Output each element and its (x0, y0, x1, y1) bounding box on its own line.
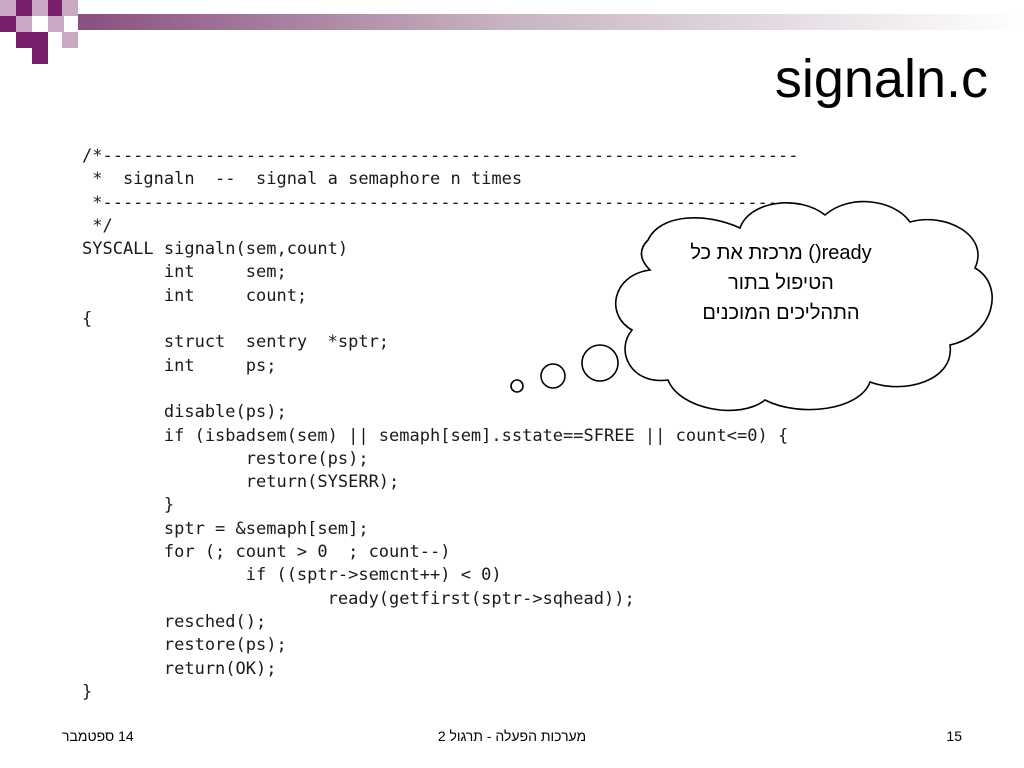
deco-square (32, 0, 48, 16)
code-listing: /*--------------------------------------… (82, 145, 798, 704)
callout-text: ready() מרכזת את כל הטיפול בתור התהליכים… (650, 238, 912, 328)
code-line: restore(ps); (82, 635, 287, 656)
deco-square (16, 0, 32, 16)
code-line: if (isbadsem(sem) || semaph[sem].sstate=… (82, 425, 789, 446)
footer-date: 14 ספטמבר (62, 728, 134, 744)
deco-square (62, 32, 78, 48)
code-line: return(OK); (82, 658, 277, 679)
code-line: */ (82, 215, 113, 236)
code-line: struct sentry *sptr; (82, 332, 390, 353)
slide-title: signaln.c (774, 49, 988, 109)
code-line: /*--------------------------------------… (82, 146, 799, 166)
code-line: disable(ps); (82, 402, 287, 423)
code-line: } (82, 495, 175, 516)
code-line: * signaln -- signal a semaphore n times (82, 169, 523, 190)
deco-square (48, 0, 64, 16)
code-line: SYSCALL signaln(sem,count) (82, 239, 349, 260)
thought-bubble-large (581, 344, 619, 382)
thought-bubble-small (510, 379, 524, 393)
code-line: resched(); (82, 611, 267, 632)
deco-square (62, 0, 78, 16)
callout-line: הטיפול בתור (728, 272, 834, 294)
deco-square (16, 16, 32, 32)
code-line: restore(ps); (82, 448, 369, 469)
code-line: int count; (82, 285, 308, 306)
code-line: return(SYSERR); (82, 472, 400, 493)
cloud-outline (615, 200, 993, 412)
deco-square (0, 16, 16, 32)
deco-square (0, 0, 16, 16)
callout-line: התהליכים המוכנים (702, 302, 860, 324)
code-line: } (82, 681, 93, 702)
callout-line: ready() מרכזת את כל (690, 242, 872, 264)
thought-cloud-callout (510, 200, 993, 412)
code-line: ready(getfirst(sptr->sqhead)); (82, 588, 635, 609)
footer-page-number: 15 (946, 728, 962, 744)
deco-square (48, 16, 64, 32)
code-line: sptr = &semaph[sem]; (82, 518, 369, 539)
header-band (78, 14, 1024, 30)
code-line: *---------------------------------------… (82, 192, 799, 213)
deco-square (32, 48, 48, 64)
code-line: if ((sptr->semcnt++) < 0) (82, 565, 502, 586)
code-line: int sem; (82, 262, 287, 283)
code-line: int ps; (82, 355, 277, 376)
deco-square (16, 32, 32, 48)
footer-course: מערכות הפעלה - תרגול 2 (437, 728, 587, 744)
deco-square (32, 32, 48, 48)
code-line: { (82, 309, 93, 330)
code-line: for (; count > 0 ; count--) (82, 542, 451, 563)
header-decoration (0, 0, 1024, 64)
thought-bubble-medium (540, 363, 566, 389)
